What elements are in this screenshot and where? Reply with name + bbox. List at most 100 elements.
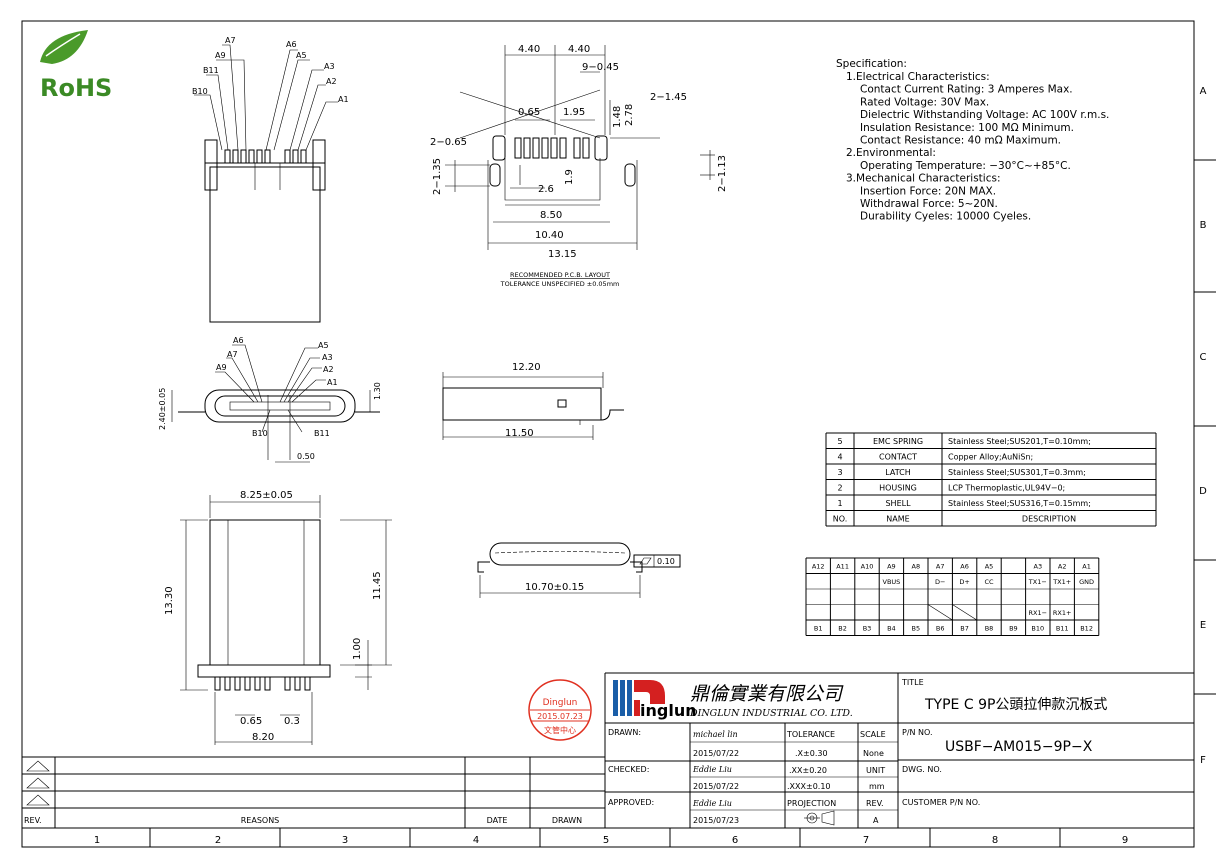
spec-line: Contact Resistance: 40 mΩ Maximum.: [860, 135, 1061, 147]
company-name-cn: 鼎倫實業有限公司: [690, 683, 844, 705]
part-number: USBF−AM015−9P−X: [945, 739, 1093, 755]
front-pin-label: A3: [322, 353, 333, 362]
pinout-cell: RX1+: [1053, 609, 1072, 617]
scale-label: SCALE: [860, 730, 886, 739]
scale-value: None: [863, 749, 884, 758]
front-pin-label: A9: [216, 363, 227, 372]
grid-row-B: B: [1200, 220, 1207, 231]
top-pin-label: B10: [192, 87, 208, 96]
grid-col-7: 7: [863, 835, 869, 846]
bom-desc: DESCRIPTION: [1022, 515, 1076, 524]
customer-pn-label: CUSTOMER P/N NO.: [902, 798, 980, 807]
pinout-cell: B1: [814, 625, 823, 633]
spec-line: Insertion Force: 20N MAX.: [860, 185, 996, 197]
bottom-dimension: 0.3: [284, 716, 300, 727]
pinout-cell: B7: [960, 625, 969, 633]
pcb-dimension: 1.95: [563, 107, 585, 118]
approved-by: Eddie Liu: [692, 799, 732, 808]
bom-desc: Stainless Steel;SUS201,T=0.10mm;: [948, 437, 1091, 446]
approved-label: APPROVED:: [608, 798, 654, 807]
pinout-cell: A3: [1034, 563, 1043, 571]
bom-desc: Copper Alloy;AuNiSn;: [948, 453, 1033, 462]
profile-dimension: 0.10: [657, 557, 675, 566]
spec-line: 1.Electrical Characteristics:: [846, 71, 990, 83]
grid-row-F: F: [1200, 755, 1206, 766]
pinout-cell: B12: [1080, 625, 1093, 633]
bom-desc: LCP Thermoplastic,UL94V−0;: [948, 484, 1065, 493]
bom-no: 2: [837, 484, 842, 493]
drawn-header: DRAWN: [552, 816, 582, 825]
bottom-dimension: 8.20: [252, 732, 274, 743]
pcb-dimension: 2.6: [538, 184, 554, 195]
pinout-cell: D−: [935, 578, 945, 586]
pcb-dimension: 1.48: [612, 106, 623, 128]
front-dimension: 2.40±0.05: [158, 388, 167, 430]
bottom-dimension: 13.30: [164, 586, 175, 615]
pcb-dimension: 8.50: [540, 210, 562, 221]
grid-row-A: A: [1200, 86, 1207, 97]
top-pin-label: A3: [324, 62, 335, 71]
top-pin-label: B11: [203, 66, 219, 75]
pcb-dimension: 2−1.45: [650, 92, 687, 103]
bom-name: CONTACT: [879, 453, 917, 462]
dwg-label: DWG. NO.: [902, 765, 942, 774]
pcb-dimension: 13.15: [548, 249, 577, 260]
pinout-cell: RX1−: [1029, 609, 1048, 617]
pcb-dimension: 4.40: [518, 44, 540, 55]
bom-no: 4: [837, 453, 842, 462]
side-dimension: 11.50: [505, 428, 534, 439]
title-label: TITLE: [901, 678, 924, 687]
top-pin-label: A7: [225, 36, 236, 45]
stamp-line3: 文管中心: [544, 725, 576, 735]
pcb-layout-tolerance: TOLERANCE UNSPECIFIED ±0.05mm: [500, 280, 620, 288]
pinout-cell: CC: [984, 578, 994, 586]
pcb-dimension: 0.65: [518, 107, 540, 118]
pinout-cell: B3: [863, 625, 872, 633]
pinout-cell: B10: [1031, 625, 1044, 633]
pinout-cell: A2: [1058, 563, 1067, 571]
bottom-dimension: 8.25±0.05: [240, 490, 293, 501]
grid-col-5: 5: [603, 835, 609, 846]
bom-desc: Stainless Steel;SUS316,T=0.15mm;: [948, 499, 1091, 508]
pinout-cell: B2: [838, 625, 847, 633]
drawing-title: TYPE C 9P公頭拉伸款沉板式: [924, 697, 1107, 713]
pcb-dimension: 2−1.13: [717, 155, 728, 192]
rohs-logo: RoHS: [40, 30, 112, 102]
projection-label: PROJECTION: [787, 799, 836, 808]
pinout-cell: B9: [1009, 625, 1018, 633]
pcb-dimension: 1.9: [564, 169, 575, 185]
pinout-cell: A9: [887, 563, 896, 571]
front-pin-label: B11: [314, 429, 330, 438]
drawn-label: DRAWN:: [608, 728, 641, 737]
pinout-cell: A10: [861, 563, 874, 571]
grid-col-1: 1: [94, 835, 100, 846]
bottom-dimension: 11.45: [372, 571, 383, 600]
spec-line: 3.Mechanical Characteristics:: [846, 173, 1000, 185]
grid-col-3: 3: [342, 835, 348, 846]
revision-block: REV. REASONS DATE DRAWN: [22, 756, 605, 828]
pcb-layout-title: RECOMMENDED P.C.B. LAYOUT: [510, 271, 610, 279]
spec-line: Dielectric Withstanding Voltage: AC 100V…: [860, 109, 1109, 121]
pinout-cell: TX1+: [1052, 578, 1071, 586]
bom-name: LATCH: [885, 468, 911, 477]
bom-name: NAME: [886, 515, 909, 524]
bottom-dimension: 0.65: [240, 716, 262, 727]
pinout-cell: A5: [985, 563, 994, 571]
pcb-dimension: 9−0.45: [582, 62, 619, 73]
pinout-cell: A7: [936, 563, 945, 571]
specification-text: Specification: 1.Electrical Characterist…: [836, 58, 1109, 223]
pcb-dimension: 4.40: [568, 44, 590, 55]
spec-title: Specification:: [836, 58, 907, 70]
pinout-cell: A12: [812, 563, 825, 571]
grid-col-8: 8: [992, 835, 998, 846]
pcb-dimension: 2.78: [624, 104, 635, 126]
drawn-date: 2015/07/22: [693, 749, 739, 758]
checked-by: Eddie Liu: [692, 765, 732, 774]
projection-symbol-icon: [804, 810, 835, 826]
spec-line: Contact Current Rating: 3 Amperes Max.: [860, 84, 1073, 96]
